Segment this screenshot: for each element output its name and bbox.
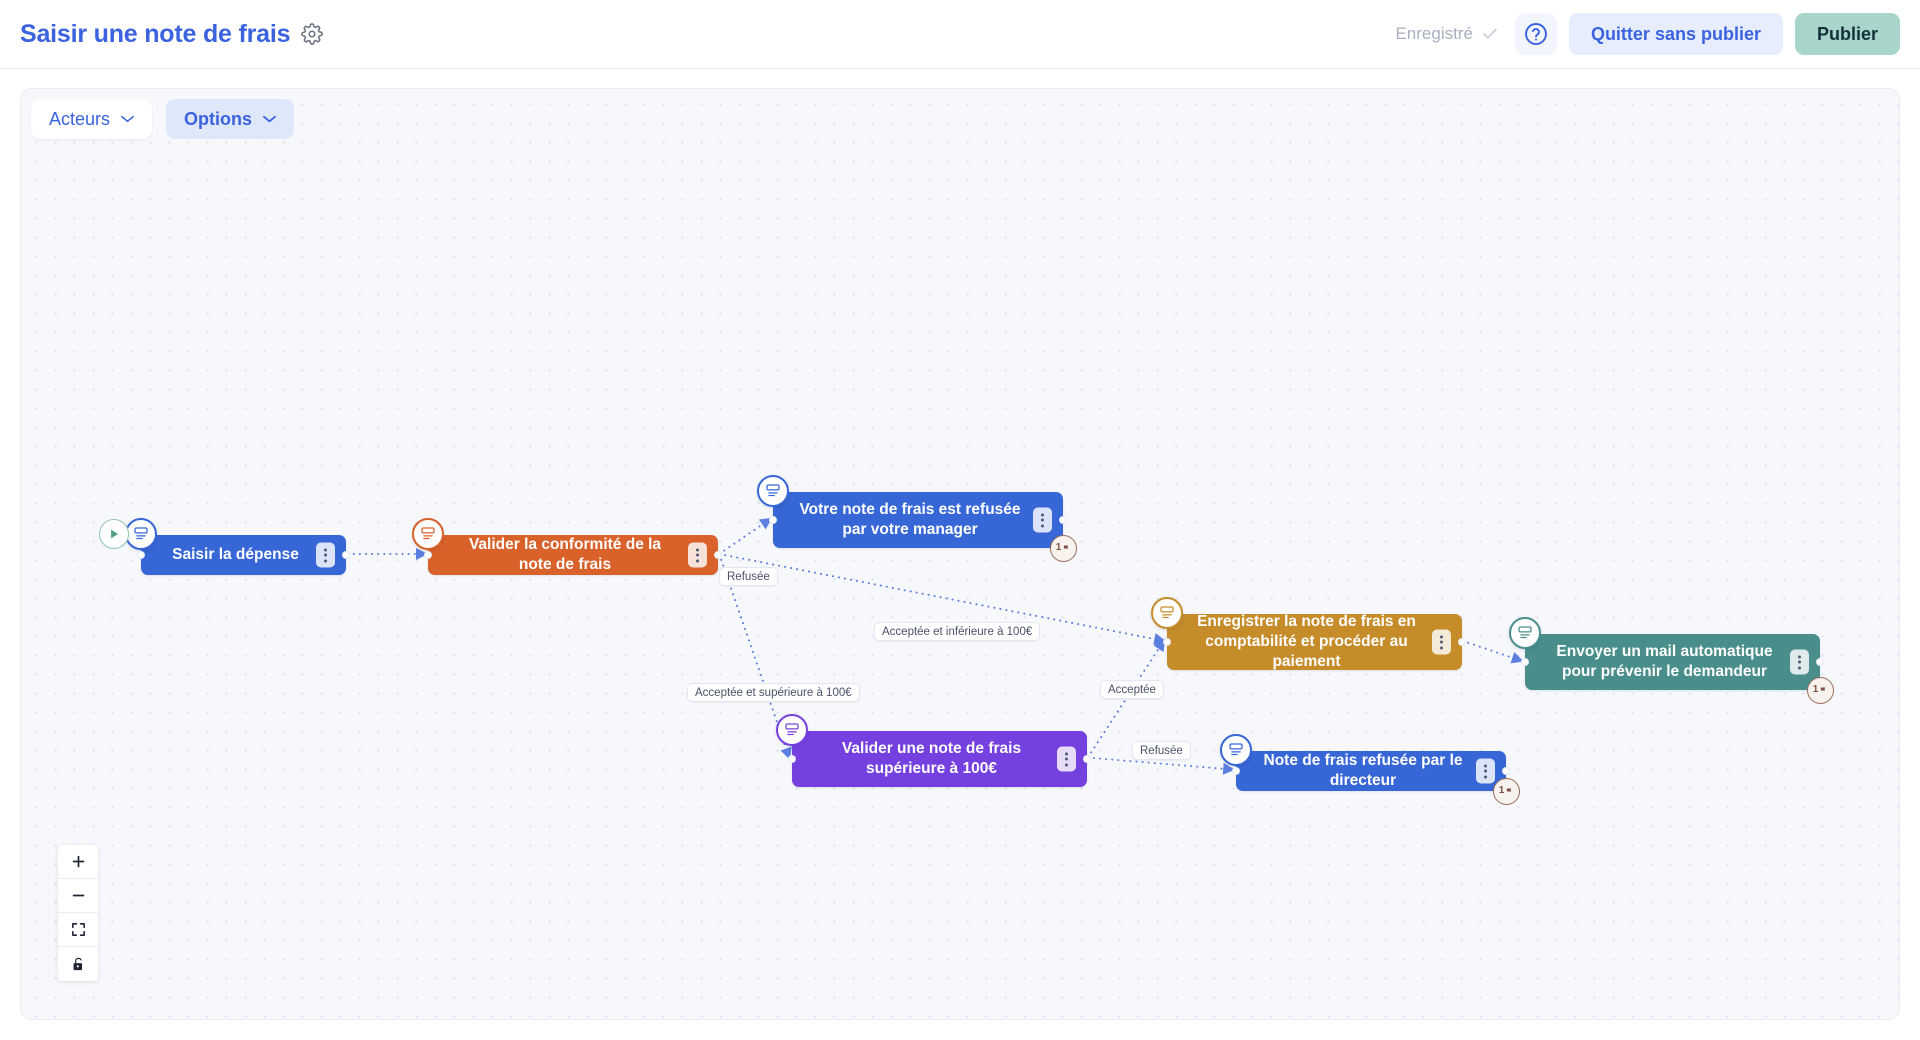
node-label: Saisir la dépense xyxy=(172,546,299,564)
node-count-badge[interactable]: 1 xyxy=(1807,677,1834,704)
node-port-left[interactable] xyxy=(769,516,777,524)
node-port-right[interactable] xyxy=(1816,658,1824,666)
flag-icon xyxy=(1821,687,1826,694)
page-title: Saisir une note de frais xyxy=(20,19,291,48)
node-label: Votre note de frais est refusée par votr… xyxy=(799,501,1021,538)
workflow-node-note-refusee-manager[interactable]: Votre note de frais est refusée par votr… xyxy=(757,475,1077,562)
saved-status-label: Enregistré xyxy=(1395,24,1473,43)
help-icon xyxy=(1524,23,1547,45)
options-dropdown[interactable]: Options xyxy=(166,99,295,139)
workflow-node-envoyer-mail-automatique[interactable]: Envoyer un mail automatique pour préveni… xyxy=(1509,617,1834,704)
workflow-edge xyxy=(718,517,773,555)
node-form-icon[interactable] xyxy=(1509,617,1541,649)
node-port-left[interactable] xyxy=(788,755,796,763)
node-menu-button[interactable] xyxy=(1033,507,1052,533)
edge-label-refusee-manager[interactable]: Refusée xyxy=(719,567,778,586)
saved-status: Enregistré xyxy=(1395,24,1502,44)
fit-view-icon xyxy=(71,923,85,936)
node-menu-button[interactable] xyxy=(316,542,335,568)
quit-without-publishing-button[interactable]: Quitter sans publier xyxy=(1568,13,1783,55)
publish-button[interactable]: Publier xyxy=(1794,13,1900,55)
node-menu-button[interactable] xyxy=(688,542,707,568)
options-dropdown-label: Options xyxy=(184,108,253,129)
node-form-icon[interactable] xyxy=(1220,734,1252,766)
node-form-icon[interactable] xyxy=(125,518,157,550)
node-menu-button[interactable] xyxy=(1476,758,1495,784)
workflow-node-note-refusee-directeur[interactable]: Note de frais refusée par le directeur 1 xyxy=(1220,734,1520,805)
node-label: Note de frais refusée par le directeur xyxy=(1263,752,1463,789)
node-form-icon[interactable] xyxy=(412,518,444,550)
node-port-right[interactable] xyxy=(1083,755,1091,763)
zoom-controls xyxy=(58,845,98,981)
node-port-right[interactable] xyxy=(342,551,350,559)
workflow-canvas[interactable]: Acteurs Options Saisir la dépense Valide… xyxy=(20,88,1900,1020)
node-form-icon[interactable] xyxy=(757,475,789,507)
node-count-badge-value: 1 xyxy=(1812,684,1819,696)
node-port-right[interactable] xyxy=(1502,767,1510,775)
zoom-in-button[interactable] xyxy=(58,845,98,879)
workflow-graph[interactable]: Saisir la dépense Valider la conformité … xyxy=(21,89,1899,1019)
actors-dropdown-label: Acteurs xyxy=(49,108,111,129)
node-label: Enregistrer la note de frais en comptabi… xyxy=(1197,613,1416,670)
edge-label-refusee-directeur[interactable]: Refusée xyxy=(1132,741,1191,760)
minus-icon xyxy=(72,894,84,897)
node-port-left[interactable] xyxy=(424,551,432,559)
node-form-icon[interactable] xyxy=(776,714,808,746)
chevron-down-icon xyxy=(121,115,134,123)
node-port-right[interactable] xyxy=(1059,516,1067,524)
check-icon xyxy=(1483,28,1497,39)
node-count-badge[interactable]: 1 xyxy=(1493,778,1520,805)
workflow-node-valider-superieure-100[interactable]: Valider une note de frais supérieure à 1… xyxy=(776,714,1091,787)
node-menu-button[interactable] xyxy=(1790,649,1809,675)
node-menu-button[interactable] xyxy=(1432,629,1451,655)
node-port-right[interactable] xyxy=(1458,638,1466,646)
node-port-left[interactable] xyxy=(1232,767,1240,775)
gear-icon[interactable] xyxy=(301,23,324,45)
node-port-left[interactable] xyxy=(137,551,145,559)
node-port-right[interactable] xyxy=(714,551,722,559)
node-count-badge-value: 1 xyxy=(1498,785,1505,797)
fit-view-button[interactable] xyxy=(58,913,98,947)
play-icon xyxy=(111,529,119,539)
title-group: Saisir une note de frais code-brackets-i… xyxy=(20,20,334,49)
node-label: Valider la conformité de la note de frai… xyxy=(468,536,662,573)
help-button[interactable] xyxy=(1514,13,1557,55)
actors-dropdown[interactable]: Acteurs xyxy=(31,99,153,139)
flag-icon xyxy=(1064,545,1069,552)
node-count-badge-value: 1 xyxy=(1055,542,1062,554)
edge-label-acceptee-inferieure[interactable]: Acceptée et inférieure à 100€ xyxy=(874,622,1041,641)
node-label: Valider une note de frais supérieure à 1… xyxy=(841,740,1022,777)
edge-label-acceptee-superieure[interactable]: Acceptée et supérieure à 100€ xyxy=(687,683,860,702)
flag-icon xyxy=(1507,788,1512,795)
edge-label-acceptee[interactable]: Acceptée xyxy=(1100,680,1164,699)
plus-icon xyxy=(72,855,84,868)
node-port-left[interactable] xyxy=(1163,638,1171,646)
workflow-node-enregistrer-comptabilite[interactable]: Enregistrer la note de frais en comptabi… xyxy=(1151,597,1466,670)
app-header: Saisir une note de frais code-brackets-i… xyxy=(0,0,1920,69)
node-count-badge[interactable]: 1 xyxy=(1050,535,1077,562)
lock-button[interactable] xyxy=(58,947,98,981)
zoom-out-button[interactable] xyxy=(58,879,98,913)
chevron-down-icon xyxy=(263,115,276,123)
header-actions: Enregistré Quitter sans publier Publier xyxy=(1395,13,1900,55)
lock-icon xyxy=(73,957,82,970)
node-form-icon[interactable] xyxy=(1151,597,1183,629)
workflow-node-valider-la-conformite[interactable]: Valider la conformité de la note de frai… xyxy=(412,518,722,575)
start-node-marker xyxy=(99,519,129,549)
node-port-left[interactable] xyxy=(1521,658,1529,666)
workflow-node-saisir-la-depense[interactable]: Saisir la dépense xyxy=(99,518,350,575)
node-menu-button[interactable] xyxy=(1057,746,1076,772)
canvas-toolbar: Acteurs Options xyxy=(31,99,295,139)
node-label: Envoyer un mail automatique pour préveni… xyxy=(1556,643,1773,680)
